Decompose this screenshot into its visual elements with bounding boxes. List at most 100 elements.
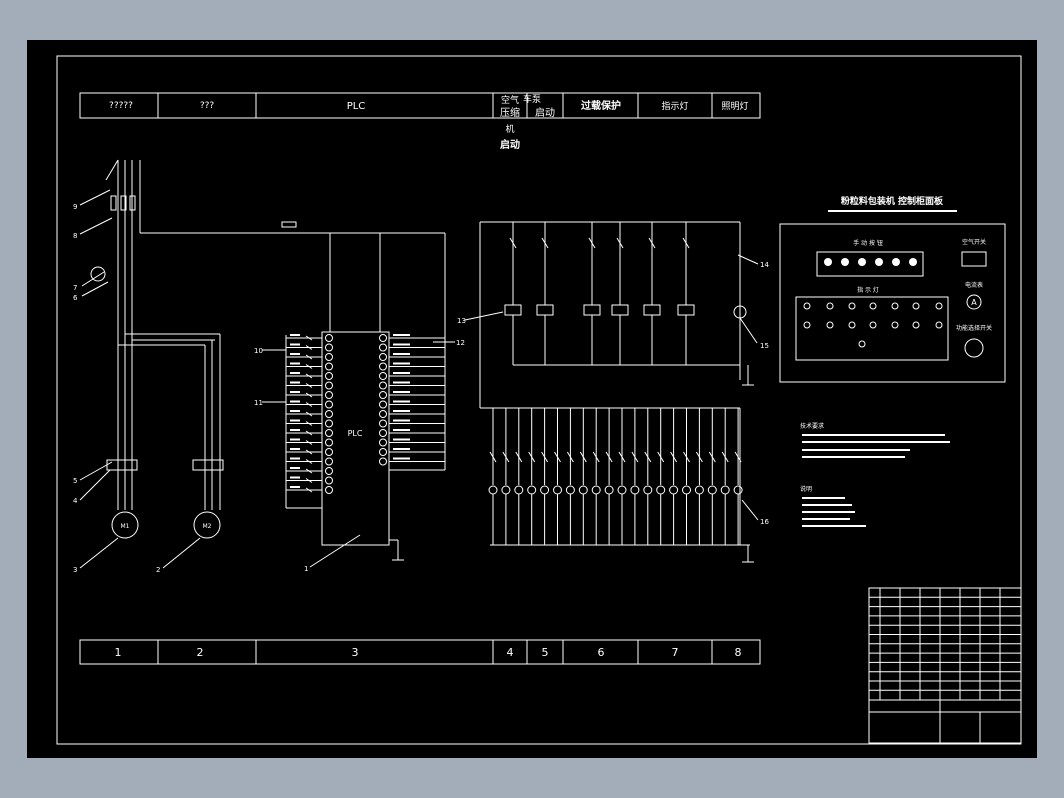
plc-input-contact bbox=[305, 440, 313, 445]
panel-selector-label: 功能选择开关 bbox=[956, 324, 992, 332]
panel-lamp-icon bbox=[935, 302, 943, 310]
notes-lines bbox=[802, 434, 950, 527]
header-cell-4a: 空气 bbox=[501, 94, 519, 106]
title-block-grid bbox=[869, 588, 1021, 700]
callout-10: 10 bbox=[254, 347, 263, 355]
plc-output-terminal bbox=[379, 400, 387, 409]
lamp-icon bbox=[617, 485, 627, 495]
lamp-contact bbox=[554, 451, 561, 463]
notes-title-1: 技术要求 bbox=[800, 422, 824, 430]
lamp-contact bbox=[683, 451, 690, 463]
plc-input-contact bbox=[305, 421, 313, 426]
relay-contact bbox=[509, 237, 517, 249]
lamp-contact bbox=[541, 451, 549, 463]
motor-m2: M2 bbox=[203, 523, 212, 530]
lamp-icon bbox=[694, 485, 704, 495]
header-cell-3: PLC bbox=[347, 101, 366, 112]
header-cell-8: 照明灯 bbox=[721, 101, 748, 112]
callout-13: 13 bbox=[457, 317, 466, 325]
header-cell-4b: 压缩 bbox=[500, 106, 520, 119]
relay-columns bbox=[504, 222, 695, 365]
manual-button-icon bbox=[858, 258, 866, 266]
plc-input-terminal bbox=[325, 457, 333, 466]
manual-buttons bbox=[824, 258, 917, 266]
lamp-icon bbox=[682, 485, 691, 495]
lamp-icon bbox=[488, 485, 498, 495]
plc-input-terminal bbox=[325, 334, 333, 342]
plc-output-terminal bbox=[379, 448, 387, 456]
lamp-contact bbox=[566, 451, 574, 463]
panel-lamp-icon bbox=[826, 321, 834, 329]
callout-4: 4 bbox=[73, 497, 78, 505]
plc-block bbox=[285, 233, 446, 561]
inner-frame bbox=[56, 55, 1022, 745]
plc-output-terminal bbox=[379, 381, 387, 390]
plc-input-terminal bbox=[325, 400, 333, 409]
plc-label: PLC bbox=[348, 429, 363, 438]
manual-button-icon bbox=[875, 258, 883, 266]
plc-output-terminal bbox=[379, 429, 387, 437]
plc-output-terminal bbox=[379, 419, 387, 428]
lamp-icon bbox=[630, 485, 640, 495]
plc-input-terminal bbox=[325, 410, 333, 418]
manual-button-icon bbox=[909, 258, 917, 266]
panel-indicator-label: 指 示 灯 bbox=[857, 286, 879, 294]
plc-input-terminal bbox=[325, 448, 333, 456]
lamp-contact bbox=[631, 451, 639, 463]
plc-input-contact bbox=[305, 468, 313, 474]
header-cell-1: ????? bbox=[109, 101, 133, 111]
plc-input-contact bbox=[305, 487, 313, 493]
relay-contact bbox=[616, 237, 624, 249]
lamp-columns bbox=[488, 408, 743, 545]
lamp-icon bbox=[707, 485, 717, 495]
lamp-contact bbox=[502, 451, 510, 463]
panel-lamp-icon bbox=[935, 321, 943, 329]
panel-ammeter-label: 电流表 bbox=[965, 281, 983, 289]
title-block bbox=[868, 587, 1022, 744]
plc-output-terminal bbox=[379, 362, 387, 371]
lamp-contact bbox=[579, 451, 587, 463]
plc-input-contact bbox=[305, 354, 313, 360]
plc-input-terminal bbox=[325, 372, 333, 380]
plc-input-terminal bbox=[325, 429, 333, 437]
plc-input-contact bbox=[305, 392, 313, 398]
panel-lamp-icon bbox=[891, 302, 899, 310]
lamp-contact bbox=[515, 451, 523, 463]
manual-button-icon bbox=[841, 258, 849, 266]
relay-contact bbox=[682, 237, 690, 249]
callout-leaders bbox=[79, 189, 759, 569]
panel-lamp-icon bbox=[869, 302, 877, 310]
plc-input-contact bbox=[305, 402, 313, 407]
control-circuit bbox=[479, 221, 754, 563]
lamp-contact bbox=[644, 451, 652, 463]
power-wiring bbox=[90, 159, 445, 539]
lamp-contact bbox=[528, 451, 536, 463]
plc-input-contact bbox=[305, 335, 313, 341]
plc-output-terminal bbox=[379, 334, 387, 342]
footer-cell-6: 6 bbox=[598, 646, 605, 659]
plc-output-terminal bbox=[379, 391, 387, 399]
relay-contact bbox=[541, 237, 549, 249]
lamp-icon bbox=[514, 485, 524, 495]
footer-cell-4: 4 bbox=[507, 646, 514, 659]
plc-input-terminal bbox=[325, 343, 333, 352]
plc-input-terminal bbox=[325, 362, 333, 371]
lamp-contact bbox=[734, 451, 742, 463]
relay-coil bbox=[643, 304, 661, 316]
plc-input-contact bbox=[305, 364, 313, 369]
panel-lamp-icon bbox=[848, 321, 856, 329]
lamp-icon bbox=[733, 485, 743, 495]
plc-input-rows bbox=[286, 334, 333, 494]
panel-lamp-icon bbox=[912, 321, 920, 329]
panel-lamp-icon bbox=[826, 302, 834, 310]
panel-lamp-icon bbox=[858, 340, 866, 348]
plc-output-terminal bbox=[379, 438, 387, 447]
header-cell-5b: 启动 bbox=[535, 106, 555, 119]
plc-input-terminal bbox=[325, 419, 333, 428]
footer-cell-8: 8 bbox=[735, 646, 742, 659]
lamp-icon bbox=[604, 485, 614, 495]
plc-input-terminal bbox=[325, 486, 333, 494]
relay-coil bbox=[611, 304, 629, 316]
relay-coil bbox=[504, 304, 522, 316]
